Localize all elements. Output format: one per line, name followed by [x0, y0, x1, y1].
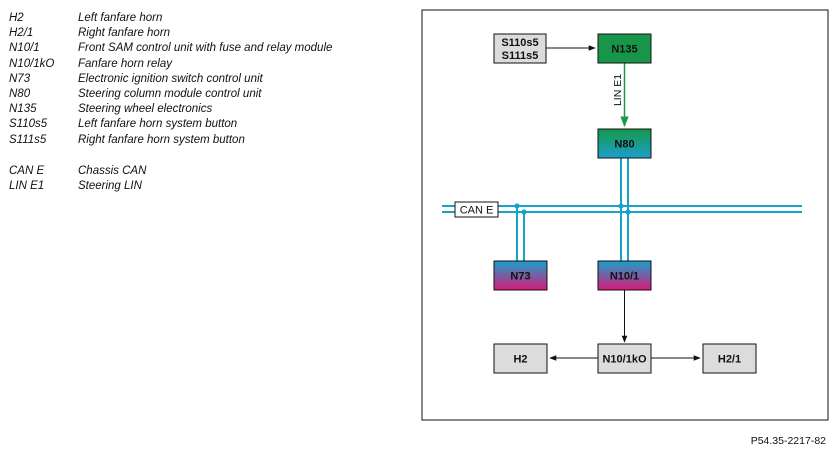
legend-item: H2 Left fanfare horn — [9, 11, 409, 26]
legend-desc: Chassis CAN — [78, 164, 147, 177]
legend-desc: Front SAM control unit with fuse and rel… — [78, 42, 333, 55]
legend-code: N10/1 — [9, 42, 40, 55]
figure-reference: P54.35-2217-82 — [750, 435, 826, 447]
legend-code: N135 — [9, 103, 37, 116]
h2-box: H2 — [493, 343, 548, 374]
legend-item: N10/1 Front SAM control unit with fuse an… — [9, 41, 409, 56]
legend-desc: Steering wheel electronics — [78, 103, 213, 116]
legend-code: S110s5 — [9, 118, 48, 131]
legend-code: LIN E1 — [9, 179, 45, 192]
lin-label: LIN E1 — [612, 74, 624, 106]
relay-box: N10/1kO — [597, 343, 652, 374]
n10-1-label: N10/1 — [610, 271, 639, 283]
legend-code: CAN E — [9, 164, 45, 177]
legend-item: H2/1 Right fanfare horn — [9, 26, 409, 41]
legend-code: S111s5 — [9, 133, 47, 146]
n135-label: N135 — [611, 44, 637, 56]
legend-item: LIN E1 Steering LIN — [9, 179, 409, 194]
legend-item: CAN E Chassis CAN — [9, 164, 409, 179]
legend-item: N80 Steering column module control unit — [9, 87, 409, 102]
legend-desc: Steering LIN — [78, 179, 142, 192]
legend-desc: Left fanfare horn system button — [78, 118, 238, 131]
legend-code: H2/1 — [9, 27, 34, 40]
legend-desc: Right fanfare horn system button — [78, 133, 245, 146]
legend-code: N80 — [9, 87, 31, 100]
legend-item: S111s5 Right fanfare horn system button — [9, 133, 409, 148]
legend-item: N10/1kO Fanfare horn relay — [9, 57, 409, 72]
legend-desc: Left fanfare horn — [78, 12, 163, 24]
can-label: CAN E — [460, 205, 494, 217]
buttons-label-2: S111s5 — [502, 50, 539, 62]
legend-code: N10/1kO — [9, 57, 55, 70]
relay-label: N10/1kO — [602, 354, 646, 366]
h2-1-box: H2/1 — [702, 343, 757, 374]
legend-desc: Fanfare horn relay — [78, 57, 172, 70]
legend-item: S110s5 Left fanfare horn system button — [9, 117, 409, 132]
legend-code: N73 — [9, 72, 31, 85]
legend-item: N73 Electronic ignition switch control un… — [9, 72, 409, 87]
n10-1-box: N10/1 — [597, 260, 652, 291]
n73-label: N73 — [510, 271, 530, 283]
buttons-label-1: S110s5 — [501, 37, 538, 49]
n73-box: N73 — [493, 260, 548, 291]
n80-label: N80 — [614, 139, 634, 151]
h2-1-label: H2/1 — [718, 354, 741, 366]
legend-desc: Steering column module control unit — [78, 87, 262, 100]
legend-desc: Right fanfare horn — [78, 27, 171, 40]
buttons-box: S110s5 S111s5 — [493, 33, 547, 64]
n135-box: N135 — [597, 33, 652, 64]
can-bus — [442, 158, 802, 261]
legend-code: H2 — [9, 12, 24, 24]
h2-label: H2 — [513, 354, 527, 366]
n80-box: N80 — [597, 128, 652, 159]
legend-desc: Electronic ignition switch control unit — [78, 72, 263, 85]
legend-item: N135 Steering wheel electronics — [9, 102, 409, 117]
can-label-box — [454, 201, 499, 218]
